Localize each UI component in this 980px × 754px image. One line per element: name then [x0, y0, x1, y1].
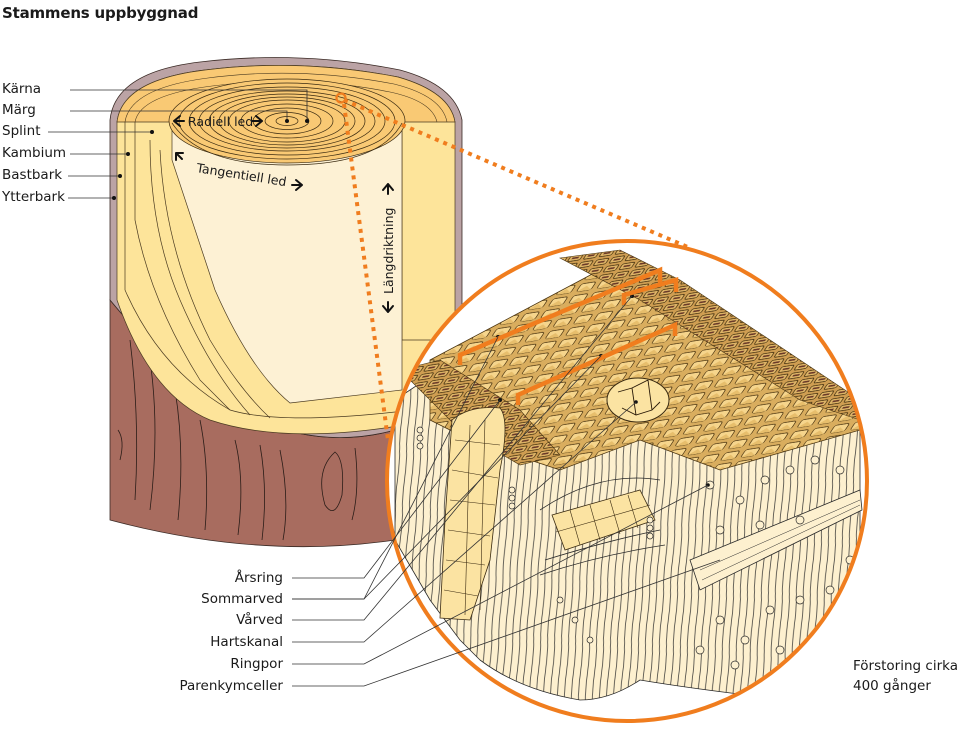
- magnification-note: Förstoring cirka 400 gånger: [853, 656, 958, 696]
- label-ytterbark: Ytterbark: [2, 189, 65, 205]
- label-varved: Vårved: [236, 612, 283, 628]
- zoom-dotted-line-2: [342, 103, 390, 441]
- label-splint: Splint: [2, 123, 41, 139]
- magnification-note-line-1: Förstoring cirka: [853, 658, 958, 674]
- annual-ring-brackets: [457, 266, 679, 405]
- label-karna: Kärna: [2, 81, 42, 97]
- label-arsring: Årsring: [234, 570, 283, 586]
- longitudinal-arrow-up-icon: [382, 183, 394, 195]
- tangential-arrow-right-icon: [291, 179, 303, 191]
- label-bastbark: Bastbark: [2, 167, 63, 183]
- parenchyma-ray: [689, 489, 863, 591]
- longitudinal-arrow-down-icon: [382, 301, 394, 313]
- bark-texture: [117, 339, 358, 541]
- label-sommarved: Sommarved: [201, 591, 283, 607]
- tangential-arrow-left-icon: [175, 152, 184, 161]
- zoom-origin-marker: [335, 92, 347, 104]
- diagram-title: Stammens uppbyggnad: [2, 4, 199, 22]
- longitudinal-direction-label: Längdriktning: [381, 208, 396, 294]
- label-parenkymceller: Parenkymceller: [179, 678, 284, 694]
- label-kambium: Kambium: [2, 145, 67, 161]
- resin-canal: [606, 377, 670, 423]
- label-marg: Märg: [2, 102, 36, 118]
- heartwood-core: [171, 121, 403, 404]
- trunk: [109, 57, 463, 548]
- label-ringpor: Ringpor: [230, 656, 283, 672]
- bordered-pits: [416, 426, 855, 670]
- micro-leader-lines: [292, 295, 721, 687]
- radial-arrow-left-icon: [173, 115, 185, 127]
- resin-canal-cells: [439, 407, 506, 621]
- magnifier-circle: [385, 239, 869, 723]
- label-hartskanal: Hartskanal: [210, 634, 283, 650]
- trunk-leader-lines: [48, 89, 308, 199]
- radial-direction-label: Radiell led: [188, 114, 253, 129]
- radial-arrow-right-icon: [251, 115, 263, 127]
- magnification-note-line-2: 400 gånger: [853, 678, 931, 694]
- leader-dots: [112, 119, 309, 200]
- ray-cells: [551, 489, 656, 551]
- direction-arrows: [173, 115, 394, 313]
